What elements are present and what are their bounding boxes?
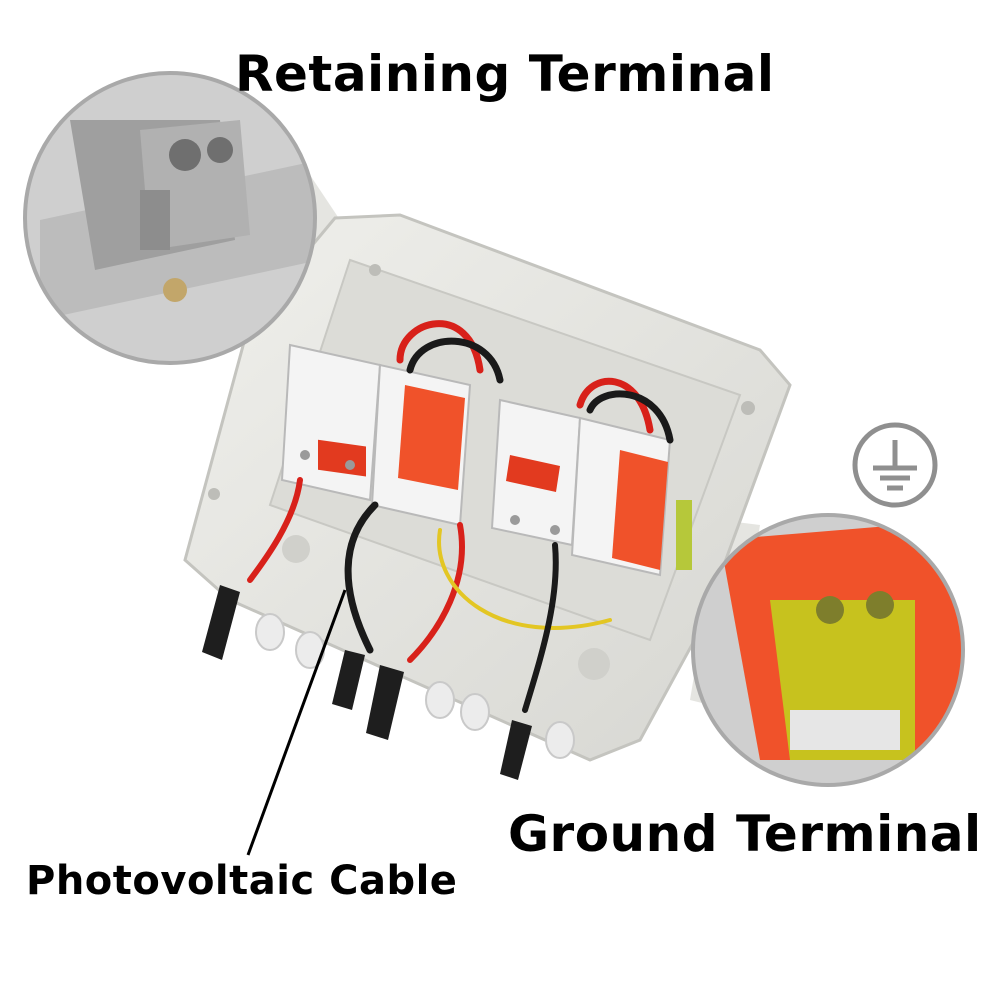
retaining-terminal-label: Retaining Terminal (235, 45, 775, 103)
dc-breaker (280, 343, 382, 502)
dc-breaker (490, 398, 582, 547)
surge-protector (570, 416, 672, 577)
ground-icon (852, 422, 938, 508)
photovoltaic-cable-label: Photovoltaic Cable (26, 858, 458, 904)
retaining-terminal-zoom (23, 71, 317, 365)
mc4-connectors (202, 585, 532, 780)
ground-terminal-zoom (691, 513, 965, 787)
ground-terminal-label: Ground Terminal (508, 805, 982, 863)
photovoltaic-cable-pointer (246, 589, 347, 856)
din-rail-devices (280, 343, 692, 577)
ground-bar (676, 500, 692, 570)
cables (247, 320, 674, 713)
surge-protector (370, 363, 472, 527)
